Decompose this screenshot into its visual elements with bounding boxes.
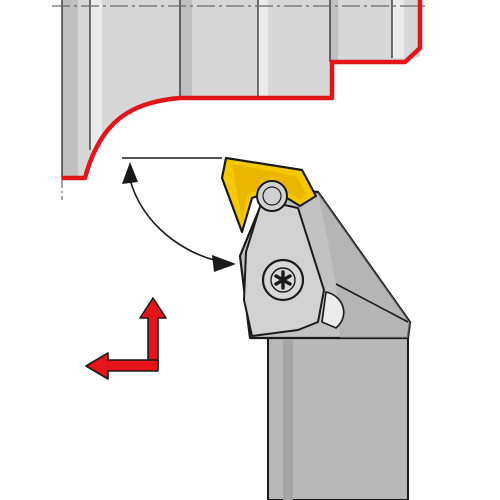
feed-direction-arrows xyxy=(85,297,167,380)
insert-hole-inner xyxy=(262,186,282,206)
screw-inner-ring xyxy=(270,267,296,293)
holder-notch xyxy=(321,291,345,329)
workpiece-face xyxy=(62,0,420,178)
workpiece-band xyxy=(330,0,338,62)
feed-arrow-vertical xyxy=(139,297,167,367)
insert-hole xyxy=(256,180,288,212)
toolholder xyxy=(238,186,412,500)
angle-indicator xyxy=(122,157,236,272)
workpiece-band xyxy=(62,0,78,178)
angle-arc-arrowhead-right xyxy=(212,255,236,272)
workpiece xyxy=(52,0,428,200)
clamp-screw xyxy=(261,258,305,302)
holder-edge-line xyxy=(335,283,409,323)
machined-profile-outline xyxy=(62,0,423,181)
screw-torx-socket xyxy=(274,270,292,290)
workpiece-band xyxy=(180,0,192,98)
angle-arc xyxy=(127,169,223,263)
workpiece-band xyxy=(90,0,102,150)
angle-arc-arrowhead-top xyxy=(122,162,138,184)
workpiece-band xyxy=(258,0,268,98)
workpiece-division-lines xyxy=(61,0,393,178)
workpiece-band xyxy=(392,0,404,58)
insert-rim xyxy=(232,164,306,220)
cutting-insert xyxy=(220,156,318,234)
feed-arrow-horizontal xyxy=(85,352,159,380)
